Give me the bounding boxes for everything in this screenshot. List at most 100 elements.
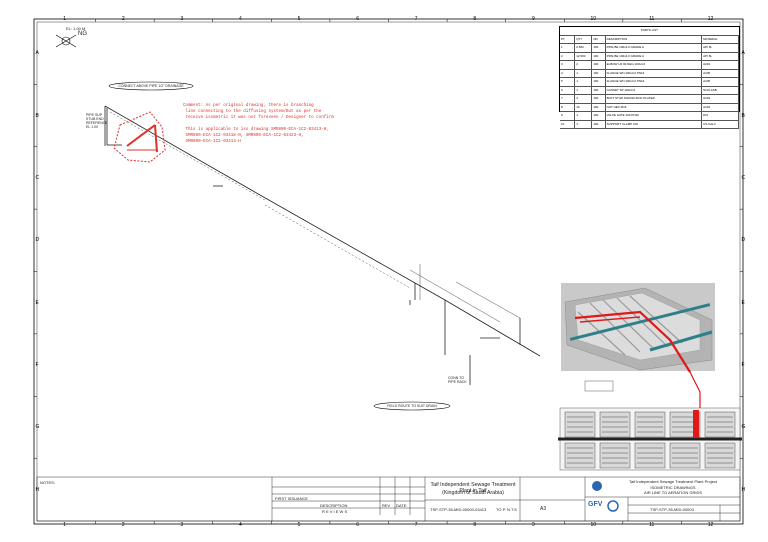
- grid-col-top: 1: [63, 16, 67, 22]
- grid-col-top: 4: [239, 16, 242, 22]
- top-callout-oval: [108, 81, 194, 91]
- aeration-grid-cell: [599, 442, 631, 469]
- grid-row-right: B: [741, 112, 745, 119]
- parts-cell: 1: [575, 69, 593, 77]
- parts-header-cell: PT: [560, 35, 576, 43]
- grid-row-right: E: [741, 299, 745, 306]
- reviews-label: R E V I E W S: [322, 509, 348, 514]
- grid-col-bottom: 1: [63, 522, 67, 528]
- north-label: NG: [78, 31, 87, 37]
- parts-cell: 10: [575, 103, 593, 111]
- aeration-grid-cell: [634, 411, 666, 438]
- left-support-note: PIPE SUP STUB END REFERENCE EL 1.00: [86, 113, 108, 129]
- parts-header-cell: QTY: [575, 35, 593, 43]
- parts-cell: 100: [592, 103, 606, 111]
- grid-col-bottom: 12: [707, 522, 714, 528]
- mid-connection-note: CONN TO PIPE RACK: [448, 376, 467, 384]
- parts-cell: 100: [592, 69, 606, 77]
- redline-comment: Comment: As per original drawing, there …: [183, 104, 334, 144]
- grid-col-top: 8: [473, 16, 477, 22]
- parts-cell: ELBOW LR 90 DEG 100x4.0: [606, 61, 703, 69]
- grid-row-left: D: [35, 237, 40, 244]
- parts-cell: 100: [592, 61, 606, 69]
- date-column-label: DATE: [396, 503, 407, 508]
- grid-row-right: G: [741, 424, 746, 431]
- bottom-callout-text: FIELD ROUTE TO SUIT DRAIN: [387, 404, 437, 408]
- parts-cell: 1: [575, 78, 593, 86]
- drawing-type: ISOMETRIC DRAWINGS: [650, 485, 696, 490]
- grid-col-top: 3: [180, 16, 184, 22]
- north-arrow: [55, 34, 77, 48]
- parts-cell: 100: [592, 95, 606, 103]
- parts-cell: 6: [560, 86, 576, 94]
- parts-cell: GASKET SP 100x4.0: [606, 86, 703, 94]
- grid-row-left: C: [35, 174, 40, 181]
- grid-row-left: G: [35, 424, 40, 431]
- parts-cell: 4: [575, 95, 593, 103]
- parts-cell: 1: [575, 86, 593, 94]
- parts-cell: A234: [702, 61, 739, 69]
- aeration-grid-cell: [564, 442, 596, 469]
- grid-row-left: F: [35, 362, 39, 369]
- parts-cell: 9: [560, 112, 576, 120]
- grid-col-top: 9: [531, 16, 535, 22]
- parts-cell: 100: [592, 44, 606, 52]
- client-project-name: Taif Independent Sewage Treatment Plant …: [628, 479, 718, 484]
- parts-cell: 100: [592, 52, 606, 60]
- grid-col-bottom: 5: [297, 522, 301, 528]
- parts-cell: 1: [575, 112, 593, 120]
- grid-row-right: H: [741, 486, 746, 493]
- parts-cell: 100: [592, 78, 606, 86]
- parts-cell: VALVE GATE 100 PN16: [606, 112, 703, 120]
- project-title-line2: (Kingdom of Saudi Arabia): [442, 490, 504, 496]
- parts-header-cell: MATERIAL: [702, 35, 739, 43]
- parts-cell: API 5L: [702, 44, 739, 52]
- parts-header-cell: ND: [592, 35, 606, 43]
- parts-cell: 2: [560, 52, 576, 60]
- grid-col-bottom: 6: [356, 522, 359, 528]
- parts-cell: 100: [592, 112, 606, 120]
- parts-cell: CS GALV: [702, 120, 739, 128]
- grid-row-left: B: [35, 112, 39, 119]
- grid-row-right: F: [741, 362, 745, 369]
- grid-col-bottom: 3: [180, 522, 184, 528]
- grid-col-top: 2: [121, 16, 125, 22]
- parts-cell: API 5L: [702, 52, 739, 60]
- grid-row-left: E: [35, 299, 39, 306]
- parts-cell: 1: [575, 120, 593, 128]
- notes-label: NOTES:: [40, 480, 55, 485]
- grid-col-bottom: 8: [473, 522, 477, 528]
- project-title-line1: Taif Independent Sewage Treatment Plant …: [430, 482, 516, 494]
- grid-row-right: A: [741, 50, 745, 57]
- parts-cell: A193: [702, 95, 739, 103]
- grid-col-top: 6: [356, 16, 359, 22]
- grid-row-left: A: [35, 50, 39, 57]
- north-elevation: EL: 1.00 M: [66, 26, 86, 31]
- parts-cell: A105: [702, 78, 739, 86]
- parts-cell: 3: [560, 61, 576, 69]
- grid-col-top: 7: [414, 16, 418, 22]
- aeration-grid-cell: [704, 411, 736, 438]
- drawing-number: TSP-STP-35-MID-00000-03413: [430, 507, 487, 512]
- parts-cell: 2: [575, 61, 593, 69]
- sheet-size: A3: [540, 506, 547, 512]
- parts-cell: 8: [560, 103, 576, 111]
- drawing-scale: TO P. N.T.S: [496, 507, 517, 512]
- render-3d-view: [561, 283, 715, 373]
- aeration-grid-cell: [669, 442, 701, 469]
- grid-col-bottom: 11: [649, 522, 655, 528]
- parts-cell: BOLT STUD M16x90 ZINC PLATED: [606, 95, 703, 103]
- globe-logo: [592, 481, 602, 491]
- grid-row-right: D: [741, 237, 746, 244]
- parts-cell: 1: [560, 44, 576, 52]
- parts-cell: NON-ASB: [702, 86, 739, 94]
- grid-col-top: 11: [649, 16, 655, 22]
